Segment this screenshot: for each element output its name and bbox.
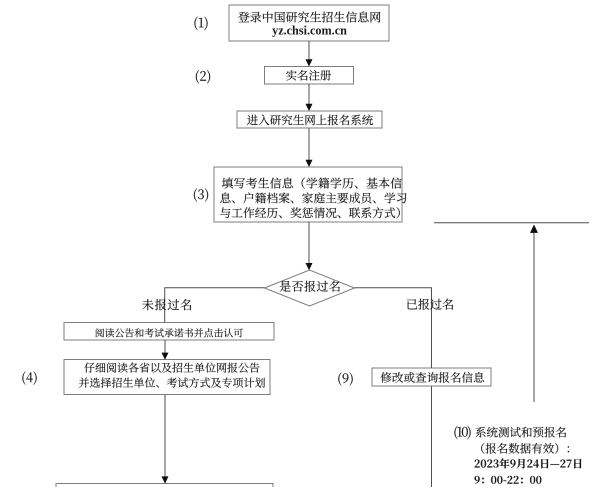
svg-text:yz.chsi.com.cn: yz.chsi.com.cn xyxy=(272,23,347,37)
